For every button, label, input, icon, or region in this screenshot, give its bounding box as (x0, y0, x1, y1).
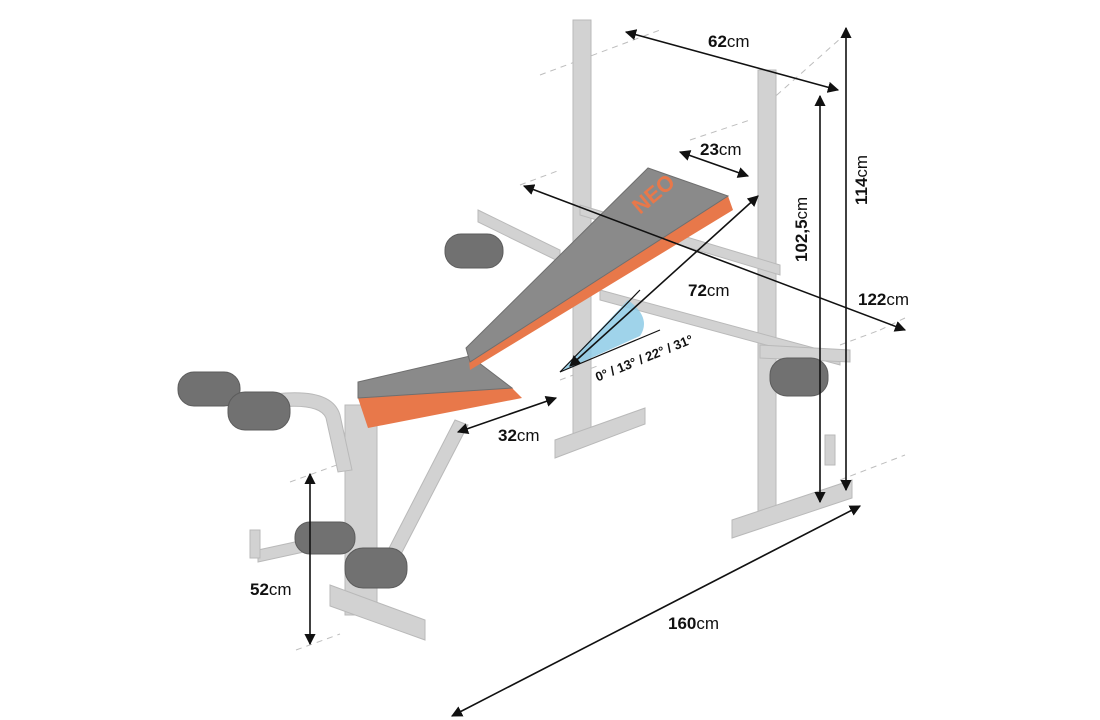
roller-rack-right (769, 357, 829, 397)
weight-peg-right (824, 434, 836, 466)
value: 52 (250, 580, 269, 599)
weight-peg-left (249, 529, 261, 559)
roller-top-left (177, 371, 241, 407)
roller-bottom-right (344, 547, 408, 589)
value: 114 (852, 177, 871, 205)
value: 23 (700, 140, 719, 159)
arrow-backrest-width (678, 150, 750, 178)
label-total-height: 114cm (852, 155, 872, 205)
unit: cm (706, 281, 730, 300)
value: 122 (858, 290, 887, 309)
label-rack-width: 62cm (708, 32, 750, 52)
roller-bottom-left (294, 521, 356, 555)
unit: cm (516, 426, 540, 445)
unit: cm (696, 614, 720, 633)
rack-upright-right (757, 69, 777, 521)
label-seat-length: 32cm (498, 426, 540, 446)
label-total-length: 160cm (668, 614, 719, 634)
arrow-rack-width (624, 29, 840, 93)
foam-rollers (177, 233, 829, 589)
label-seat-height: 52cm (250, 580, 292, 600)
value: 72 (688, 281, 707, 300)
value: 62 (708, 32, 727, 51)
label-depth: 122cm (858, 290, 909, 310)
dimension-arrows (304, 26, 907, 717)
diagonal-support (384, 419, 469, 561)
unit: cm (268, 580, 292, 599)
unit: cm (792, 196, 811, 220)
arrow-seat-length (456, 396, 558, 434)
label-backrest-length: 72cm (688, 281, 730, 301)
value: 102,5 (792, 219, 811, 262)
rack-foot-left (554, 407, 646, 459)
unit: cm (718, 140, 742, 159)
seat-pad (357, 355, 522, 428)
label-backrest-width: 23cm (700, 140, 742, 160)
value: 160 (668, 614, 697, 633)
unit: cm (726, 32, 750, 51)
roller-rack-left (444, 233, 504, 269)
front-foot (329, 584, 426, 641)
roller-top-right (227, 391, 291, 431)
unit: cm (852, 154, 871, 178)
label-rack-height: 102,5cm (792, 197, 812, 262)
rack-foot-right (731, 479, 853, 539)
arrow-total-length (451, 505, 861, 717)
value: 32 (498, 426, 517, 445)
unit: cm (886, 290, 910, 309)
